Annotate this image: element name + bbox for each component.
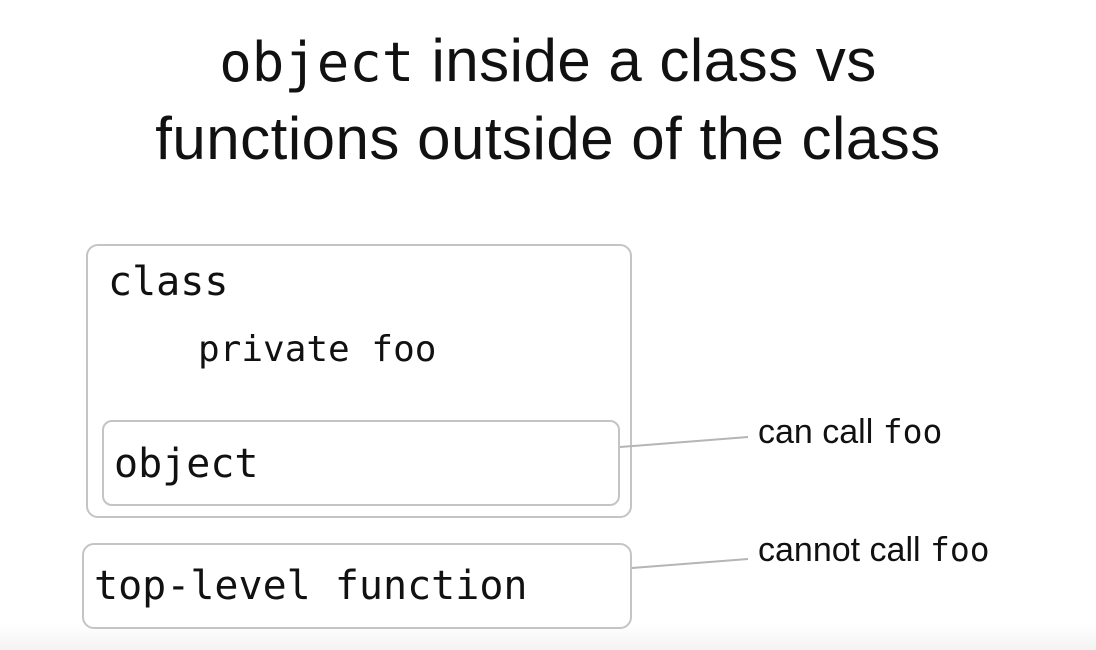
object-box [102,420,620,506]
title-line-1: object inside a class vs [0,22,1096,102]
can-call-foo-callout: can call foo [758,412,942,452]
class-label: class [108,259,229,305]
cannot-call-foo-code: foo [930,530,990,569]
class-box [86,244,632,518]
cannot-call-text: cannot call [758,531,930,569]
object-label: object [114,441,259,487]
title-line-1-text: inside a class vs [414,27,877,94]
can-call-text: can call [758,413,883,451]
title-line-2: functions outside of the class [155,105,941,172]
top-level-function-box [82,543,632,629]
title-code-object: object [219,31,415,94]
private-foo-label: private foo [198,329,437,370]
top-level-function-label: top-level function [94,563,528,609]
can-call-foo-code: foo [882,412,943,451]
top-level-connector-line [631,558,749,569]
cannot-call-foo-callout: cannot call foo [758,530,990,570]
object-connector-line [619,436,749,448]
